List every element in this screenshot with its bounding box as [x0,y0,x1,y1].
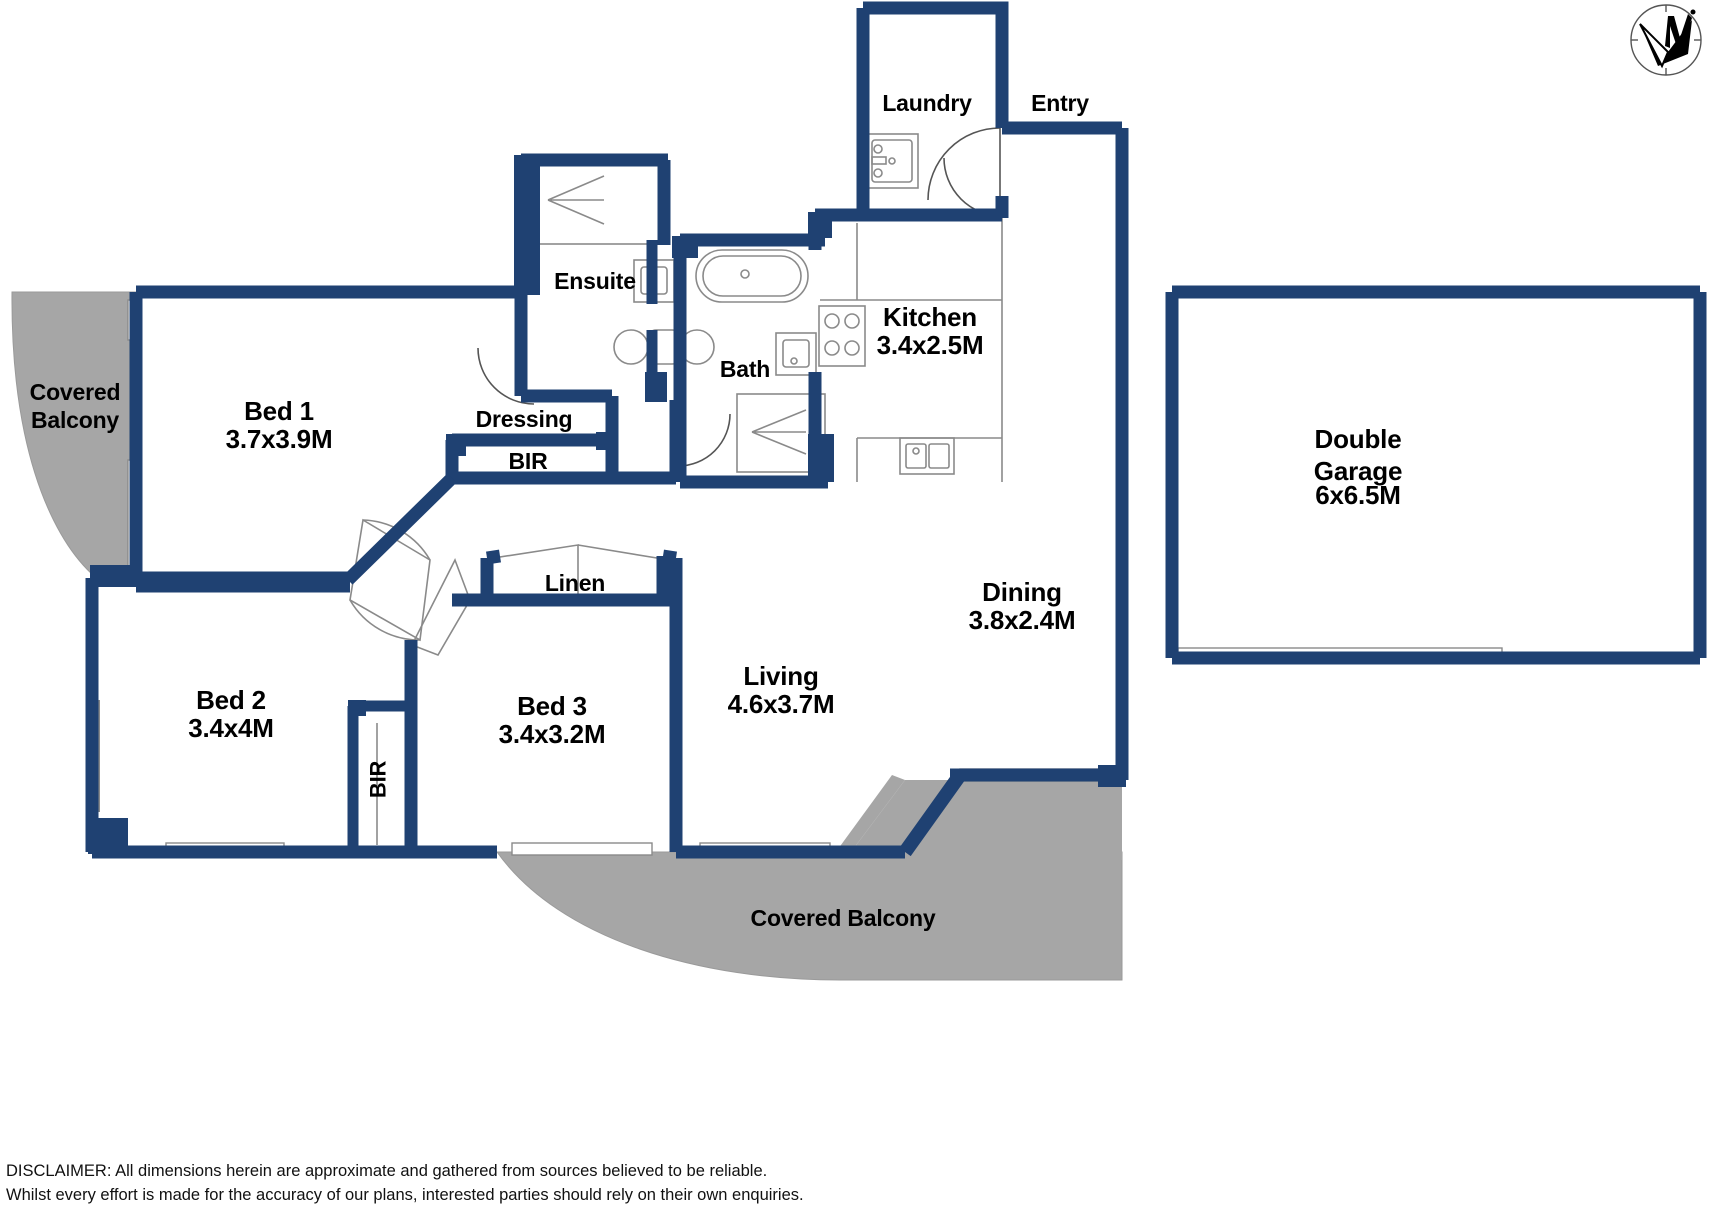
bed3-window [511,842,653,856]
dining-se-node [1098,765,1126,787]
bath-vanity-outer [775,332,817,376]
bir-node-tr [596,432,616,450]
disclaimer-line-2: Whilst every effort is made for the accu… [6,1186,804,1204]
disclaimer-line-1: DISCLAIMER: All dimensions herein are ap… [6,1162,768,1180]
compass-needle-light [1639,23,1670,69]
room-dim-living: 4.6x3.7M [727,689,835,719]
cooktop-burner-1 [824,313,840,329]
room-label-bed-3: Bed 3 [517,691,587,721]
linen-top-stub [486,549,501,565]
room-label-laundry: Laundry [882,90,972,116]
bath-basin [782,339,810,368]
north-arrow [1630,4,1702,76]
wall-linework [85,1,1707,859]
laundry-tap-left [873,144,883,154]
room-dim-bed-3: 3.4x3.2M [498,719,606,749]
wet-divider-node [645,372,667,402]
laundry-trough-outer [865,133,919,189]
bathtub-inner [702,255,802,297]
room-label-bir-bed-3: BIR [365,760,391,799]
linen-door-right [577,544,664,560]
room-label-covered-balcony-left: Covered Balcony [29,379,121,434]
laundry-door-swing [943,157,1003,217]
room-label-entry: Entry [1031,90,1089,116]
room-dim-double-garage: 6x6.5M [1315,480,1401,510]
kitchen-wall-node-bottom [808,434,834,482]
bir-node-tl [446,434,466,456]
cooktop-outer [818,305,866,367]
compass-letter-n [1665,14,1692,48]
room-label-covered-balcony-bottom: Covered Balcony [750,905,936,931]
kitchen-sink-bowl-2 [928,443,950,469]
room-label-kitchen: Kitchen [883,302,977,332]
cooktop-burner-2 [844,313,860,329]
hall-door-panels-2 [410,558,471,656]
cooktop-burner-3 [824,340,840,356]
room-dim-dining: 3.8x2.4M [968,605,1076,635]
room-label-dining: Dining [982,577,1062,607]
covered-balcony-bottom-fill [496,851,1123,981]
compass-needle [1640,20,1692,66]
cooktop-burner-4 [844,340,860,356]
covered-balcony-left-fill [11,291,137,579]
room-label-living: Living [743,661,819,691]
room-dim-bed-2: 3.4x4M [188,713,274,743]
kitchen-sink-outer [899,437,955,475]
hall-diagonal-left [343,473,457,585]
room-label-double-garage: Double Garage [1313,424,1403,486]
toilet-ensuite-bowl [613,329,649,365]
bath-node-tl [672,236,698,258]
bathtub-outer [695,249,809,303]
room-label-linen: Linen [544,570,606,596]
laundry-wall-top [863,1,1009,128]
bath-tap [790,357,798,365]
room-label-bath: Bath [719,356,771,382]
fixture-linework [92,127,1003,845]
room-label-bed-2: Bed 2 [196,685,266,715]
compass-dot [1690,9,1696,15]
ensuite-door-swing [477,347,535,405]
kitchen-sink-bowl-1 [905,443,927,469]
bir-bed3-node [348,700,366,716]
ensuite-left-node [514,155,540,295]
hall-door-swing-b [349,599,421,641]
ensuite-shower-spray [547,175,605,225]
bed2-sw-node [88,818,128,854]
kitchen-bench-line [820,213,1003,482]
entry-door-swing [927,127,1001,201]
bath-shower-spray [751,409,807,455]
room-label-dressing: Dressing [475,406,573,432]
kitchen-sink-tap [912,447,920,455]
room-label-bed-1: Bed 1 [244,396,314,426]
bath-door-swing [677,413,731,467]
laundry-trough-inner [871,139,913,183]
living-diagonal-wall [899,770,966,857]
laundry-tap-right [873,168,883,178]
laundry-drain [888,157,896,165]
laundry-spout [871,156,887,165]
room-dim-bed-1: 3.7x3.9M [225,424,333,454]
bathtub-plug [740,269,750,279]
bath-shower-box [736,393,826,473]
room-label-bir-dressing: BIR [508,448,548,474]
covered-balcony-diagonal-fill [830,775,905,860]
room-dim-kitchen: 3.4x2.5M [876,330,984,360]
room-label-ensuite: Ensuite [554,268,636,294]
